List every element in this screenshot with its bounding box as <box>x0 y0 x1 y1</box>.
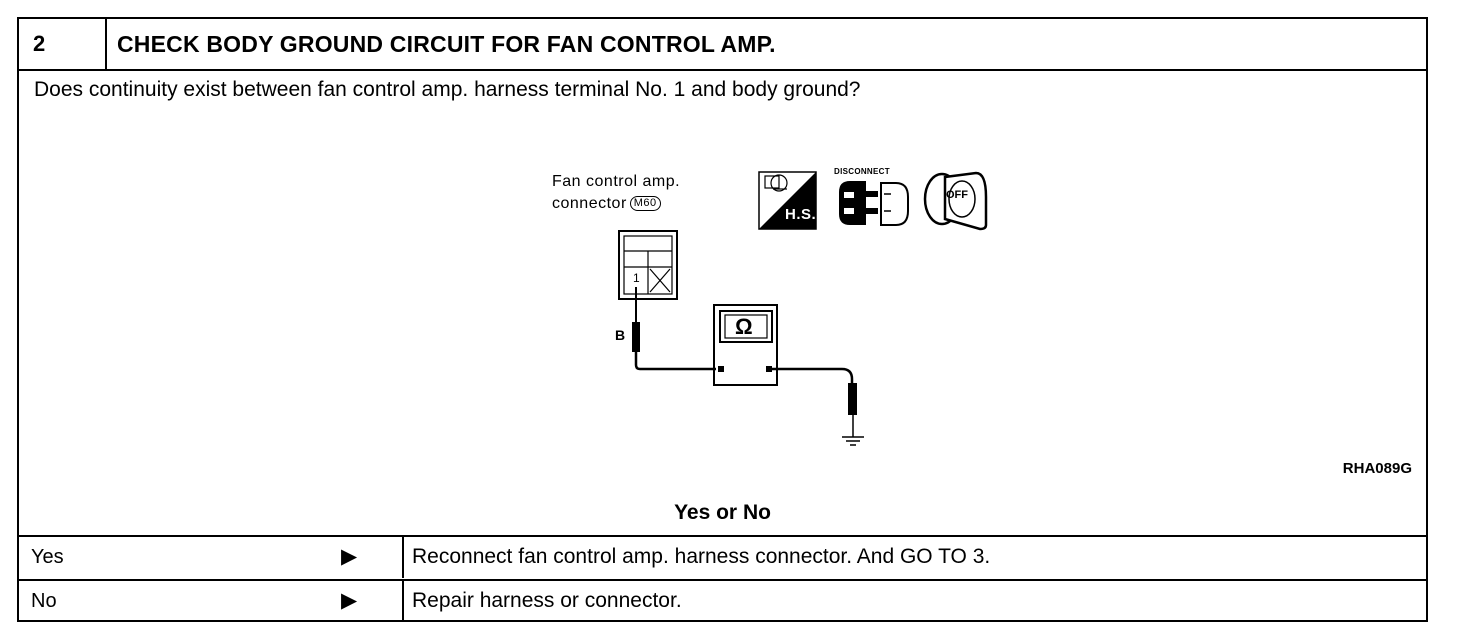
arrow-right-icon: ▶ <box>341 589 358 612</box>
harness-side-label: H.S. <box>785 206 817 223</box>
disconnect-icon <box>839 181 909 226</box>
step-title: CHECK BODY GROUND CIRCUIT FOR FAN CONTRO… <box>117 31 776 57</box>
harness-side-icon <box>758 171 817 230</box>
diagram-drawing <box>618 171 988 446</box>
answer-row-no: No ▶ Repair harness or connector. <box>19 579 1426 622</box>
ignition-off-icon <box>923 171 988 231</box>
inspection-question: Does continuity exist between fan contro… <box>34 78 861 101</box>
step-number: 2 <box>19 19 107 69</box>
answer-action: Repair harness or connector. <box>412 589 682 612</box>
answer-key: Yes <box>31 546 64 568</box>
answer-row-yes: Yes ▶ Reconnect fan control amp. harness… <box>19 535 1426 578</box>
probe-wire-b <box>632 287 716 371</box>
column-divider <box>402 581 404 622</box>
figure-code: RHA089G <box>1342 460 1412 477</box>
step-header: 2 CHECK BODY GROUND CIRCUIT FOR FAN CONT… <box>19 19 1426 71</box>
key-off-label: OFF <box>946 189 968 201</box>
connector-label-line2: connector <box>552 195 627 212</box>
column-divider <box>402 537 404 578</box>
disconnect-label: DISCONNECT <box>834 167 890 176</box>
connector-label-line1: Fan control amp. <box>552 173 681 190</box>
inspection-step-table: 2 CHECK BODY GROUND CIRCUIT FOR FAN CONT… <box>17 17 1428 622</box>
arrow-right-icon: ▶ <box>341 545 358 568</box>
answer-key: No <box>31 590 57 612</box>
connector-id-badge: M60 <box>629 196 661 212</box>
ground-icon <box>842 436 864 446</box>
wire-color-label: B <box>615 327 626 343</box>
result-header: Yes or No <box>674 501 771 524</box>
ground-wire <box>769 367 857 437</box>
connector-icon <box>618 230 678 300</box>
ohmmeter-icon <box>713 304 778 386</box>
answer-action: Reconnect fan control amp. harness conne… <box>412 545 991 568</box>
ohm-symbol: Ω <box>735 314 753 339</box>
terminal-number: 1 <box>633 271 640 285</box>
